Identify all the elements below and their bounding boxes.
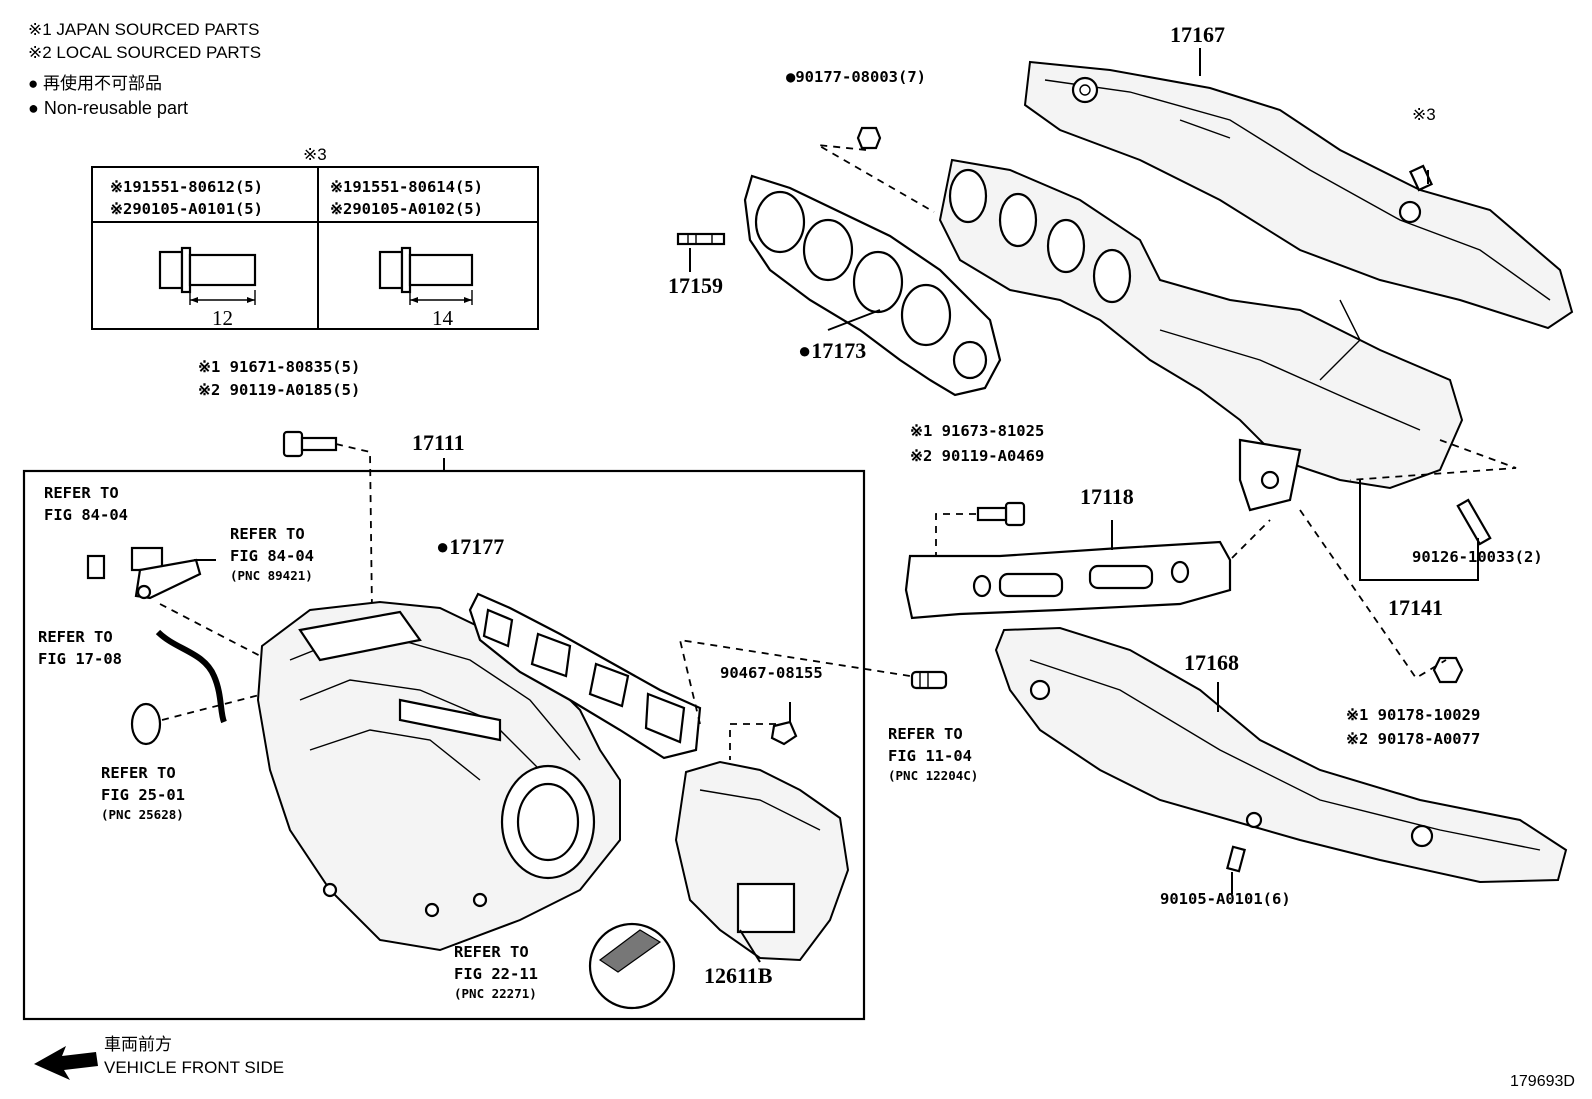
lower-insulator-bolt-icon (1226, 845, 1246, 873)
local-sourced-note: ※2 LOCAL SOURCED PARTS (28, 43, 262, 62)
part-90177-label[interactable]: ●90177-08003(7) (786, 68, 926, 86)
part-90105-label[interactable]: 90105-A0101(6) (1160, 890, 1291, 908)
filter-element-icon (588, 922, 676, 1010)
bolt-table-left-pn1[interactable]: ※191551-80612(5) (110, 178, 263, 196)
intake-manifold-gasket-drawing (468, 592, 702, 760)
exhaust-manifold-gasket-drawing (743, 174, 1002, 397)
vehicle-front-en: VEHICLE FRONT SIDE (104, 1058, 285, 1077)
diagram-id: 179693D (1510, 1073, 1575, 1090)
bolt-table-right-pn1[interactable]: ※191551-80614(5) (330, 178, 483, 196)
flange-bolt-14-icon (378, 246, 474, 305)
hose-icon (155, 629, 227, 724)
clamp-ring-icon (130, 702, 162, 746)
bolt-spec-table (91, 166, 539, 330)
non-reusable-en-note: ● Non-reusable part (28, 98, 188, 118)
part-90178-2-label[interactable]: ※2 90178-A0077 (1346, 730, 1481, 748)
pcv-fitting-icon (910, 670, 948, 690)
intake-manifold-drawing (256, 600, 621, 952)
exhaust-manifold-drawing (938, 158, 1464, 512)
part-91671-1-label[interactable]: ※1 91671-80835(5) (198, 358, 361, 376)
part-90126-label[interactable]: 90126-10033(2) (1412, 548, 1543, 566)
part-17159-label[interactable]: 17159 (668, 273, 723, 298)
part-17177-label[interactable]: ●17177 (436, 534, 505, 559)
flange-nut-icon (1432, 656, 1464, 684)
japan-sourced-note: ※1 JAPAN SOURCED PARTS (28, 20, 260, 39)
note-3-marker: ※3 (1412, 105, 1436, 124)
manifold-stay-drawing (904, 540, 1232, 620)
sensor-bolt-icon (86, 554, 106, 580)
nut-icon (856, 126, 882, 150)
part-17168-label[interactable]: 17168 (1184, 650, 1239, 675)
intake-insulator-drawing (674, 760, 850, 962)
bolt-table-right-length: 14 (432, 306, 453, 330)
part-91671-2-label[interactable]: ※2 90119-A0185(5) (198, 381, 361, 399)
part-17118-label[interactable]: 17118 (1080, 484, 1134, 509)
part-91673-1-label[interactable]: ※1 91673-81025 (910, 422, 1045, 440)
part-17167-label[interactable]: 17167 (1170, 22, 1225, 47)
bolt-table-right-pn2[interactable]: ※290105-A0102(5) (330, 200, 483, 218)
bolt-table-caption: ※3 (303, 145, 327, 164)
clip-icon (770, 720, 798, 746)
part-12611b-label[interactable]: 12611B (704, 963, 773, 988)
intake-bolt-icon (282, 430, 338, 458)
part-17173-label[interactable]: ●17173 (798, 338, 867, 363)
part-90178-1-label[interactable]: ※1 90178-10029 (1346, 706, 1481, 724)
bolt-table-left-length: 12 (212, 306, 233, 330)
vehicle-front-arrow-icon (34, 1046, 98, 1080)
exhaust-stud-icon (1456, 498, 1492, 546)
vehicle-front-jp: 車両前方 (104, 1035, 172, 1054)
non-reusable-jp-note: ● 再使用不可部品 (28, 74, 162, 93)
stay-bolt-icon (976, 501, 1026, 527)
part-17141-label[interactable]: 17141 (1388, 595, 1443, 620)
exhaust-manifold-heat-insulator-lower-drawing (994, 626, 1568, 884)
exhaust-manifold-heat-insulator-upper-drawing (1023, 60, 1574, 330)
sensor-connector-icon (130, 546, 202, 600)
part-91673-2-label[interactable]: ※2 90119-A0469 (910, 447, 1045, 465)
stud-bolt-icon (676, 232, 726, 246)
part-90467-label[interactable]: 90467-08155 (720, 664, 823, 682)
bolt-table-left-pn2[interactable]: ※290105-A0101(5) (110, 200, 263, 218)
part-17111-label[interactable]: 17111 (412, 430, 465, 455)
flange-bolt-12-icon (158, 246, 257, 305)
